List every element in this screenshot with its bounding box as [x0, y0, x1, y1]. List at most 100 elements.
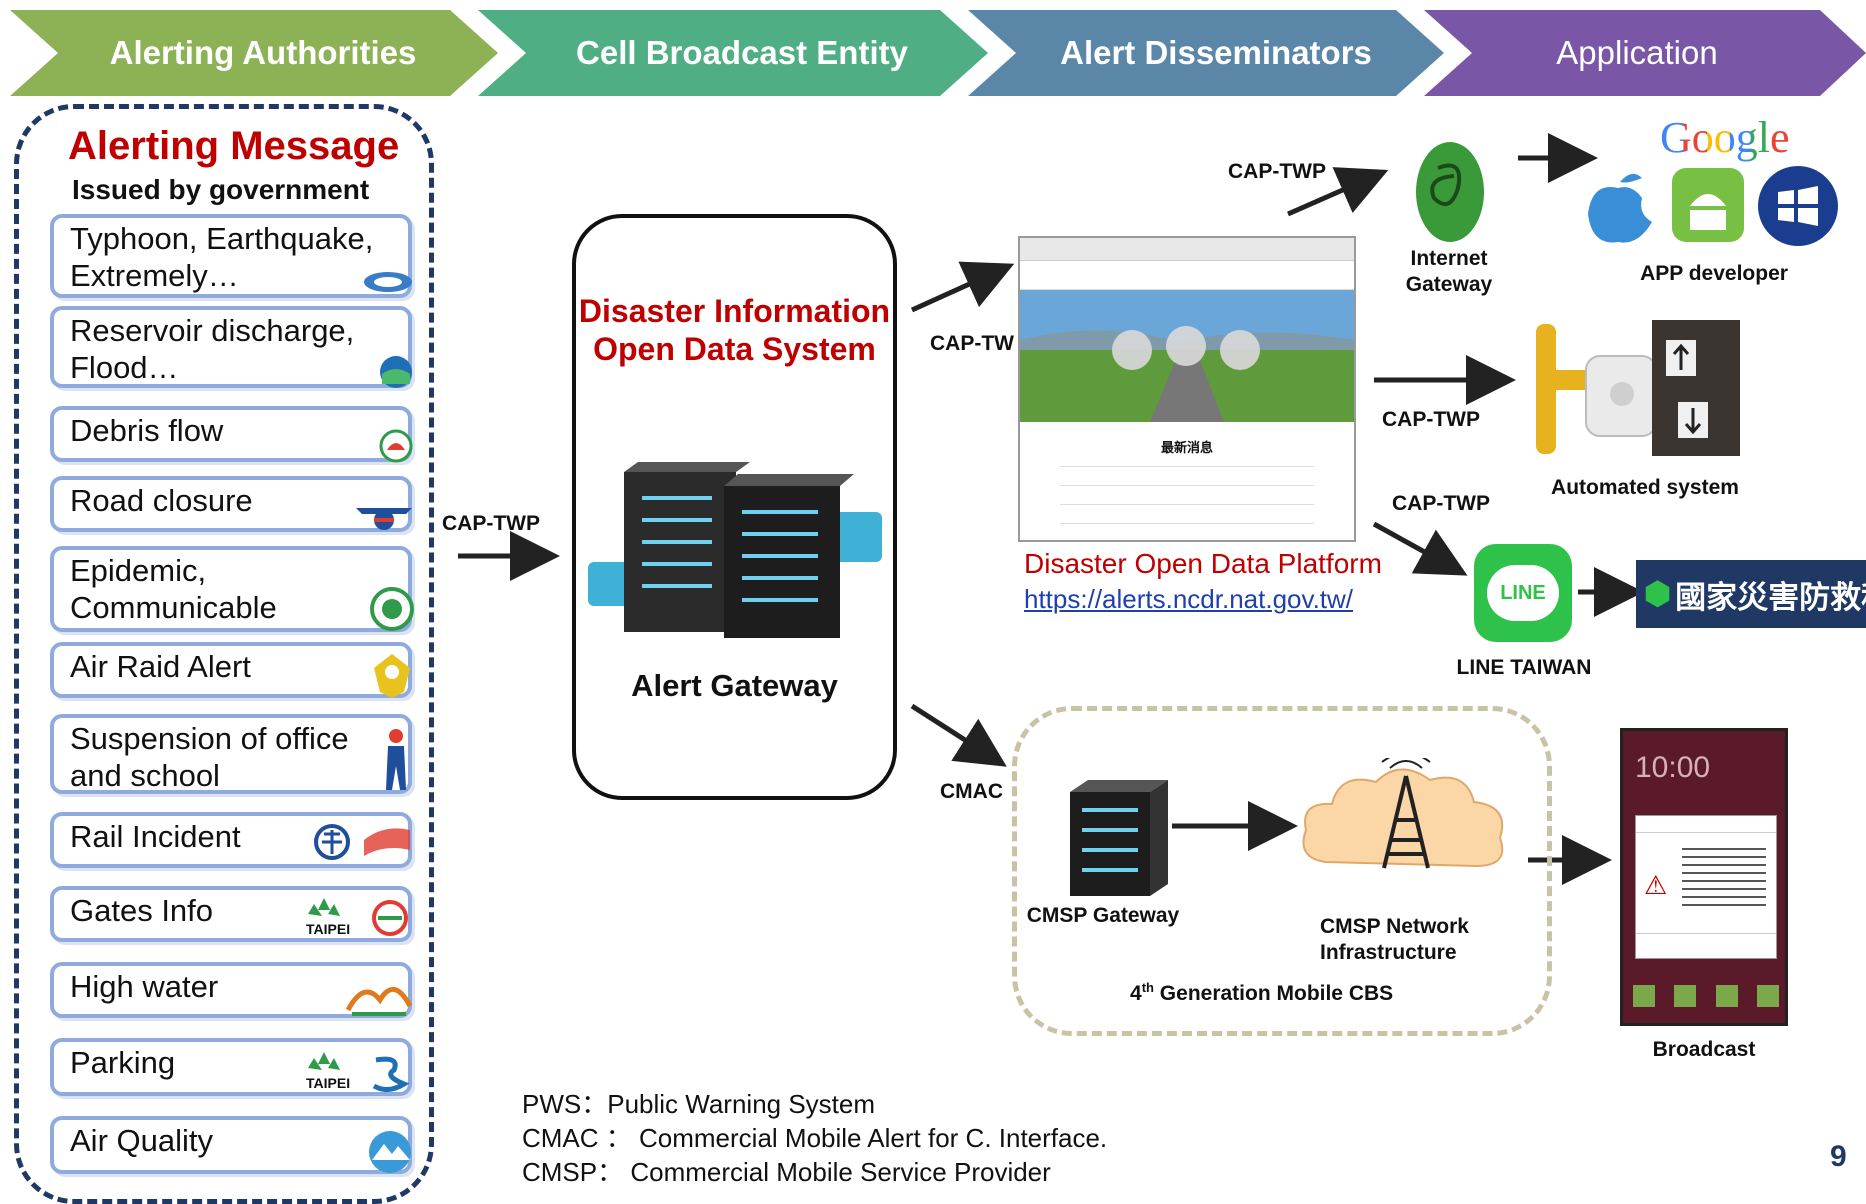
arrow-to-internet-gateway: [1286, 167, 1389, 217]
phone-dock: [1633, 985, 1779, 1011]
broadcast-label: Broadcast: [1652, 1038, 1756, 1061]
news-row: [1060, 523, 1314, 524]
browser-bar: [1020, 238, 1354, 261]
stage-label-1: Cell Broadcast Entity: [576, 34, 908, 71]
soil-conservation-icon: [379, 429, 413, 463]
app-store-icons: [1588, 166, 1838, 246]
header-chevrons: [10, 10, 1866, 96]
alert-item-parking: Parking TAIPEI: [50, 1038, 412, 1096]
line-taiwan-label: LINE TAIWAN: [1456, 656, 1592, 679]
news-row: [1060, 504, 1314, 505]
arrow-to-platform: [910, 261, 1015, 313]
broadcast-dialog: ⚠: [1635, 815, 1777, 959]
ncdr-banner: ⬢國家災害防救科技中心: [1636, 560, 1866, 628]
arrow-to-cbs: [910, 703, 1007, 767]
app-developer-label: APP developer: [1640, 262, 1788, 285]
generation-label: 4th Generation Mobile CBS: [1130, 980, 1394, 1005]
alert-item-epidemic: Epidemic, Communicable: [50, 546, 414, 632]
server-icon: [588, 462, 882, 638]
cdc-icon: [370, 587, 414, 631]
cmsp-network-cloud-icon: [1302, 758, 1504, 869]
legend-pws: PWS：Public Warning System: [522, 1089, 876, 1119]
alert-gateway-label: Alert Gateway: [631, 668, 838, 703]
stage-label-2: Alert Disseminators: [1060, 34, 1372, 71]
platform-news-heading: 最新消息: [1160, 440, 1213, 455]
alert-item-air-quality: Air Quality: [50, 1116, 412, 1174]
alert-item-reservoir: Reservoir discharge, Flood…: [50, 306, 412, 388]
chevron-application: [1424, 10, 1866, 96]
cmac-label: CMAC: [940, 780, 1003, 803]
platform-screenshot: 最新消息: [1018, 236, 1356, 542]
cap-label-platform: CAP-TW: [930, 332, 1014, 355]
water-agency-icon: [345, 987, 413, 1016]
internet-gateway-label: Internet Gateway: [1405, 247, 1493, 296]
cap-label-internet: CAP-TWP: [1228, 160, 1326, 183]
alert-item-suspension: Suspension of office and school: [50, 714, 412, 794]
warning-icon: ⚠: [1644, 870, 1668, 900]
cap-label-left: CAP-TWP: [442, 512, 540, 535]
cmsp-gateway-label: CMSP Gateway: [1026, 904, 1180, 927]
site-header: [1020, 261, 1354, 290]
tower-icon: [1382, 775, 1430, 869]
alert-item-typhoon: Typhoon, Earthquake, Extremely…: [50, 214, 412, 298]
weather-bureau-icon: [364, 272, 412, 292]
chevron-alerting-authorities: [10, 10, 498, 96]
alert-item-gates-info: Gates Info TAIPEI: [50, 886, 412, 942]
railway-icon: [314, 824, 410, 860]
personnel-admin-icon: [386, 729, 406, 790]
cmsp-gateway-server-icon: [1070, 780, 1168, 896]
automated-system-icon: [1536, 320, 1740, 456]
svg-text:TAIPEI: TAIPEI: [306, 1075, 350, 1091]
cap-label-auto: CAP-TWP: [1382, 408, 1480, 431]
apple-icon: [1588, 187, 1652, 243]
dialog-ok-button[interactable]: [1636, 933, 1776, 958]
phone-screen: 10:00 ⚠: [1620, 728, 1788, 1026]
alert-item-air-raid: Air Raid Alert: [50, 642, 412, 698]
cbs-region: [1012, 706, 1552, 1036]
svg-text:TAIPEI: TAIPEI: [306, 921, 350, 937]
dialog-text-lines: [1682, 842, 1766, 912]
alerting-message-title: Alerting Message: [68, 124, 400, 168]
alert-item-rail-incident: Rail Incident: [50, 812, 412, 868]
news-row: [1060, 485, 1314, 486]
epa-icon: [369, 1131, 411, 1173]
dialog-title-bar: [1636, 816, 1776, 833]
apple-leaf: [1620, 173, 1642, 183]
water-resources-icon: [380, 356, 412, 388]
stage-label-3: Application: [1556, 34, 1718, 71]
air-defense-emblem-icon: [374, 654, 410, 698]
alert-item-road-closure: Road closure: [50, 476, 412, 532]
windows-icon: [1758, 166, 1838, 246]
cmsp-network-label: CMSP Network Infrastructure: [1320, 915, 1469, 964]
phone-clock: 10:00: [1635, 751, 1711, 784]
open-data-system-title: Disaster Information Open Data System: [578, 293, 891, 367]
platform-title: Disaster Open Data Platform: [1024, 548, 1382, 579]
internet-gateway-icon: [1416, 142, 1484, 242]
platform-url-link[interactable]: https://alerts.ncdr.nat.gov.tw/: [1024, 584, 1354, 614]
app-icon: [1633, 985, 1655, 1007]
page-number: 9: [1830, 1140, 1847, 1173]
legend-cmsp: CMSP： Commercial Mobile Service Provider: [522, 1157, 1051, 1187]
automated-system-label: Automated system: [1551, 476, 1739, 499]
cap-label-line: CAP-TWP: [1392, 492, 1490, 515]
stage-label-0: Alerting Authorities: [109, 34, 417, 71]
platform-hero-image: [1020, 290, 1354, 422]
alerting-message-subtitle: Issued by government: [72, 174, 370, 205]
app-icon: [1674, 985, 1697, 1007]
taipei-logo-icon: TAIPEI: [306, 898, 408, 937]
highway-bureau-icon: [356, 508, 412, 530]
taipei-parking-icon: TAIPEI: [306, 1052, 410, 1092]
chevron-cell-broadcast-entity: [478, 10, 988, 96]
alert-item-high-water: High water: [50, 962, 413, 1018]
alert-item-debris-flow: Debris flow: [50, 406, 413, 463]
chevron-alert-disseminators: [968, 10, 1444, 96]
google-logo: Google: [1660, 113, 1790, 162]
line-app-icon: LINE: [1474, 544, 1572, 642]
legend-cmac: CMAC ： Commercial Mobile Alert for C. In…: [522, 1123, 1108, 1153]
app-icon: [1756, 985, 1779, 1007]
app-icon: [1715, 985, 1738, 1007]
shield-icon: ⬢: [1644, 576, 1672, 611]
news-row: [1060, 466, 1314, 467]
arrow-to-line: [1372, 521, 1468, 576]
